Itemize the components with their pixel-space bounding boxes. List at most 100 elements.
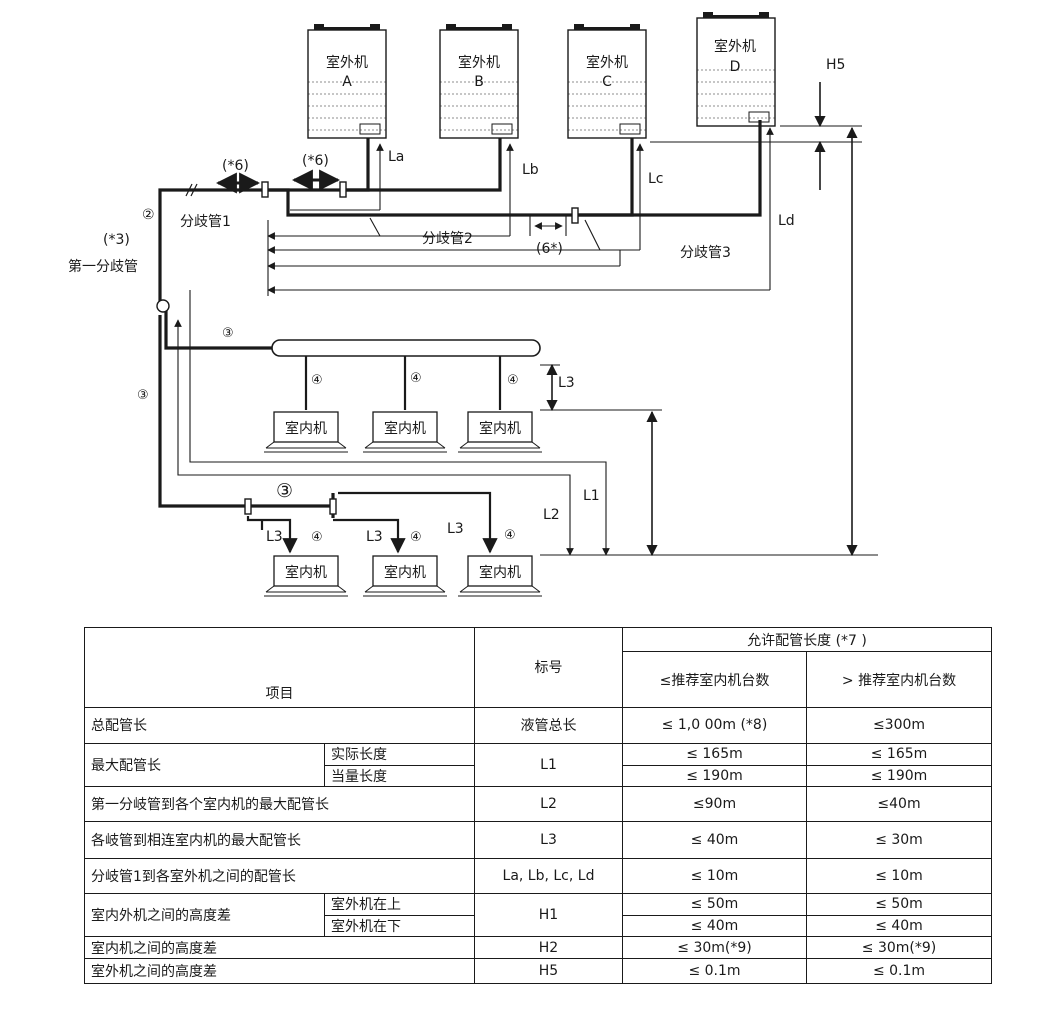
svg-text:室内机: 室内机	[285, 564, 327, 581]
label-l3-upper: L3	[558, 375, 575, 391]
label-ld: Ld	[778, 213, 795, 229]
row-l2-symbol: L2	[474, 786, 623, 822]
label-lb: Lb	[522, 162, 539, 178]
row-la-ld-item: 分岐管1到各室外机之间的配管长	[84, 858, 475, 895]
branch-fittings	[156, 181, 579, 515]
row-max-length-item: 最大配管长	[84, 743, 325, 788]
header-le-recommended: ≤推荐室内机台数	[622, 651, 807, 708]
row-la-ld-le: ≤ 10m	[622, 858, 807, 895]
row-la-ld-symbol: La, Lb, Lc, Ld	[474, 858, 623, 895]
label-first-branch: 第一分歧管	[68, 258, 138, 275]
row-max-length-symbol: L1	[474, 743, 623, 788]
label-l3-lower-1: L3	[266, 529, 283, 545]
header-allowed-length: 允许配管长度 (*7 )	[621, 626, 993, 653]
reference-lines	[540, 125, 878, 556]
label-circle-3-upper: ③	[222, 326, 234, 341]
row-max-length-actual: 实际长度	[324, 743, 475, 766]
label-circle-4-l1: ④	[311, 530, 323, 545]
main-piping	[158, 120, 762, 518]
label-circle-4-u2: ④	[410, 371, 422, 386]
distribution-header	[271, 339, 541, 357]
label-note6-b: (*6)	[302, 153, 329, 169]
label-branch3: 分歧管3	[680, 245, 731, 261]
label-note6-c: (6*)	[536, 241, 563, 257]
svg-text:室内机: 室内机	[285, 420, 327, 437]
row-l3-symbol: L3	[474, 820, 623, 860]
row-l2-item: 第一分岐管到各个室内机的最大配管长	[84, 786, 475, 822]
row-h2-gt: ≤ 30m(*9)	[805, 935, 993, 960]
svg-text:室外机: 室外机	[586, 54, 628, 71]
indoor-lower-pipes	[246, 491, 498, 554]
label-circle-4-u3: ④	[507, 373, 519, 388]
header-item: 项目	[84, 627, 475, 708]
row-h2-symbol: H2	[474, 935, 623, 960]
row-l3-item: 各岐管到相连室内机的最大配管长	[84, 820, 475, 860]
svg-text:C: C	[602, 74, 612, 90]
indoor-unit-lower-3: 室内机	[457, 555, 543, 597]
outdoor-unit-a: 室外机 A	[307, 23, 387, 139]
row-max-length-equiv: 当量长度	[324, 764, 475, 788]
label-note6-a: (*6)	[222, 158, 249, 174]
row-max-length-actual-le: ≤ 165m	[622, 743, 807, 766]
row-l2-le: ≤90m	[622, 786, 807, 822]
row-total-length-gt: ≤300m	[805, 706, 993, 745]
row-h5-le: ≤ 0.1m	[622, 958, 807, 984]
svg-text:室外机: 室外机	[326, 54, 368, 71]
row-h5-symbol: H5	[474, 958, 623, 984]
row-max-length-equiv-le: ≤ 190m	[622, 764, 807, 788]
label-branch1: 分歧管1	[180, 214, 231, 230]
row-h1-item: 室内外机之间的高度差	[84, 893, 325, 937]
svg-text:室内机: 室内机	[384, 420, 426, 437]
label-l2: L2	[543, 507, 560, 523]
row-h1-above-le: ≤ 50m	[622, 893, 807, 916]
row-h1-symbol: H1	[474, 893, 623, 937]
svg-text:室内机: 室内机	[479, 420, 521, 437]
label-circle-4-u1: ④	[311, 373, 323, 388]
indoor-unit-upper-3: 室内机	[457, 411, 543, 453]
header-gt-recommended: > 推荐室内机台数	[805, 651, 993, 708]
row-total-length-symbol: 液管总长	[474, 706, 623, 745]
svg-text:室外机: 室外机	[714, 38, 756, 55]
outdoor-unit-b: 室外机 B	[439, 23, 519, 139]
height-arrows	[546, 82, 858, 557]
piping-diagram: 室外机 A 室外机 B 室外机 C 室外机 D	[68, 11, 878, 597]
indoor-unit-lower-1: 室内机	[263, 555, 349, 597]
label-circle-4-l2: ④	[410, 530, 422, 545]
svg-text:室外机: 室外机	[458, 54, 500, 71]
pipe-break-mark	[185, 183, 198, 197]
row-h2-le: ≤ 30m(*9)	[622, 935, 807, 960]
row-l3-gt: ≤ 30m	[805, 820, 993, 860]
label-la: La	[388, 149, 404, 165]
label-note3: (*3)	[103, 232, 130, 248]
label-l3-lower-2: L3	[366, 529, 383, 545]
indoor-upper-drops	[304, 356, 502, 410]
row-h1-below-gt: ≤ 40m	[805, 914, 993, 937]
indoor-unit-upper-2: 室内机	[362, 411, 448, 453]
svg-text:D: D	[730, 59, 741, 75]
label-circle-3-lower: ③	[276, 480, 293, 502]
label-circle-4-l3: ④	[504, 528, 516, 543]
row-l2-gt: ≤40m	[805, 786, 993, 822]
outdoor-unit-d: 室外机 D	[696, 11, 776, 127]
row-h5-gt: ≤ 0.1m	[805, 958, 993, 984]
header-symbol: 标号	[474, 627, 623, 708]
label-l1: L1	[583, 488, 600, 504]
row-h5-item: 室外机之间的高度差	[84, 958, 475, 984]
row-h2-item: 室内机之间的高度差	[84, 935, 475, 960]
row-h1-above-gt: ≤ 50m	[805, 893, 993, 916]
row-max-length-actual-gt: ≤ 165m	[805, 743, 993, 766]
label-branch2: 分歧管2	[422, 231, 473, 247]
indoor-unit-lower-2: 室内机	[362, 555, 448, 597]
row-total-length-item: 总配管长	[84, 706, 475, 745]
label-h5: H5	[826, 57, 845, 73]
label-lc: Lc	[648, 171, 664, 187]
row-l3-le: ≤ 40m	[622, 820, 807, 860]
row-h1-below: 室外机在下	[324, 914, 475, 937]
label-circle-2: ②	[142, 207, 155, 223]
svg-text:B: B	[474, 74, 484, 90]
outdoor-unit-c: 室外机 C	[567, 23, 647, 139]
row-total-length-le: ≤ 1,0 00m (*8)	[622, 706, 807, 745]
piping-length-table: 项目 标号 允许配管长度 (*7 ) ≤推荐室内机台数 > 推荐室内机台数 总配…	[84, 626, 993, 984]
label-circle-3-left: ③	[137, 388, 149, 403]
